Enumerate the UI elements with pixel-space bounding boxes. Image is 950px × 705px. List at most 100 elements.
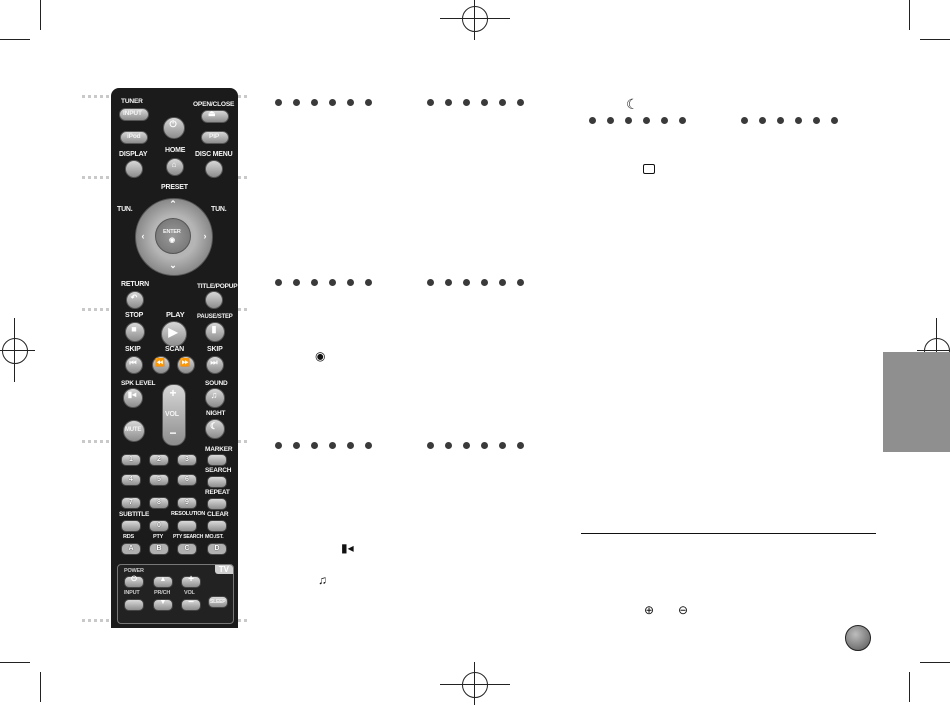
pip-button[interactable]: [201, 131, 229, 144]
tun-minus-label: TUN.: [117, 206, 133, 213]
pty-label: PTY: [153, 534, 164, 540]
dot-row: [427, 279, 524, 286]
play-button[interactable]: [161, 321, 187, 347]
tv-volume-up-button[interactable]: [181, 576, 201, 588]
stop-button[interactable]: [125, 322, 145, 342]
crop-mark: [0, 662, 30, 663]
arrow-down-icon[interactable]: ⌄: [169, 260, 177, 270]
repeat-button[interactable]: [207, 498, 227, 510]
pause-step-label: PAUSE/STEP: [197, 314, 233, 320]
title-popup-label: TITLE/POPUP: [197, 283, 238, 290]
title-popup-button[interactable]: [205, 291, 223, 309]
registration-mark-bottom: [455, 665, 495, 705]
dot-row: [427, 99, 524, 106]
tv-channel-up-button[interactable]: [153, 576, 173, 588]
digit-5-button[interactable]: 5: [149, 474, 169, 486]
color-button-d[interactable]: D: [207, 543, 227, 555]
tv-prch-label: PR/CH: [154, 590, 171, 596]
crop-mark: [0, 39, 30, 40]
sound-label: SOUND: [205, 380, 228, 387]
display-button[interactable]: [125, 160, 143, 178]
digit-0-button[interactable]: 0: [149, 520, 169, 532]
marker-label: MARKER: [205, 446, 233, 453]
subtitle-label: SUBTITLE: [119, 511, 150, 518]
tv-volume-minus-icon: −: [188, 597, 194, 608]
digit-8-button[interactable]: 8: [149, 497, 169, 509]
clear-label: CLEAR: [207, 511, 229, 518]
crop-mark: [936, 318, 937, 382]
volume-rocker[interactable]: [162, 384, 186, 446]
pty-search-label: PTY SEARCH: [173, 534, 204, 540]
disc-menu-label: DISC MENU: [195, 151, 233, 158]
pause-step-button[interactable]: [205, 322, 225, 342]
tv-volume-plus-icon: +: [188, 574, 194, 585]
dot-row: [427, 442, 524, 449]
arrow-up-icon[interactable]: ⌃: [169, 199, 177, 209]
rewind-button[interactable]: [152, 356, 170, 374]
crop-mark: [474, 662, 475, 702]
spk-level-button[interactable]: [123, 388, 143, 408]
disc-menu-button[interactable]: [205, 160, 223, 178]
input-button[interactable]: [119, 108, 149, 121]
digit-1-button[interactable]: 1: [121, 454, 141, 466]
arrow-left-icon[interactable]: ‹: [141, 231, 145, 241]
return-button[interactable]: [126, 291, 144, 309]
color-button-a[interactable]: A: [121, 543, 141, 555]
ipod-button[interactable]: [120, 131, 148, 144]
power-icon: ⏻: [169, 119, 177, 129]
spk-level-label: SPK LEVEL: [121, 380, 156, 387]
subtitle-icon: [643, 164, 655, 174]
digit-2-button[interactable]: 2: [149, 454, 169, 466]
enter-button[interactable]: [155, 218, 191, 254]
tv-volume-down-button[interactable]: [181, 599, 201, 611]
marker-button[interactable]: [207, 454, 227, 466]
pip-label: PIP: [209, 133, 220, 140]
digit-7-button[interactable]: 7: [121, 497, 141, 509]
open-close-button[interactable]: [201, 110, 229, 123]
fast-forward-button[interactable]: [177, 356, 195, 374]
crop-mark: [909, 672, 910, 702]
stop-icon: ■: [131, 324, 137, 334]
skip-back-button[interactable]: [125, 356, 143, 374]
thumb-tab: [883, 352, 950, 452]
tv-channel-down-button[interactable]: [153, 599, 173, 611]
repeat-label: REPEAT: [205, 489, 230, 496]
dot-row: [275, 99, 372, 106]
digit-3-button[interactable]: 3: [177, 454, 197, 466]
digit-4-button[interactable]: 4: [121, 474, 141, 486]
play-label: PLAY: [166, 310, 185, 319]
eject-icon: ⏏: [208, 109, 216, 118]
resolution-button[interactable]: [177, 520, 197, 532]
enter-label: ENTER: [163, 229, 181, 235]
crop-mark: [40, 0, 41, 30]
night-button[interactable]: [205, 419, 225, 439]
digit-6-button[interactable]: 6: [177, 474, 197, 486]
crop-mark: [920, 39, 950, 40]
skip-forward-button[interactable]: [206, 356, 224, 374]
power-button[interactable]: [163, 117, 185, 139]
skip-right-label: SKIP: [207, 346, 223, 353]
dot-row: [275, 442, 372, 449]
tv-power-button[interactable]: [124, 576, 144, 588]
digit-9-button[interactable]: 9: [177, 497, 197, 509]
color-button-c[interactable]: C: [177, 543, 197, 555]
clear-button[interactable]: [207, 520, 227, 532]
mute-button[interactable]: [123, 420, 145, 442]
tv-tag: TV: [214, 565, 233, 574]
color-button-b[interactable]: B: [149, 543, 169, 555]
volume-plus-icon: +: [169, 386, 177, 400]
home-button[interactable]: [166, 158, 184, 176]
return-icon: ↶: [130, 293, 138, 302]
tv-sleep-label: SLEEP: [210, 599, 226, 605]
dot-row: [741, 117, 838, 124]
tv-input-button[interactable]: [124, 599, 144, 611]
tv-sleep-button[interactable]: [208, 596, 228, 608]
arrow-right-icon[interactable]: ›: [203, 231, 207, 241]
search-button[interactable]: [207, 476, 227, 488]
pause-icon: ▮: [211, 324, 217, 334]
sound-button[interactable]: [205, 388, 225, 408]
remote-control: TUNER INPUT OPEN/CLOSE ⏏ ⏻ iPod PIP DISP…: [111, 88, 238, 628]
subtitle-button[interactable]: [121, 520, 141, 532]
registration-mark-left: [0, 331, 35, 371]
crop-mark: [40, 672, 41, 702]
